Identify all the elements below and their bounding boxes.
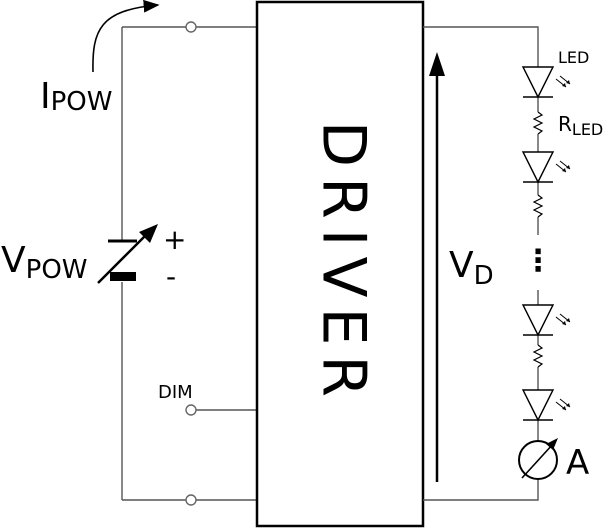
driver-label: DRIVER <box>308 121 378 407</box>
voltage-arrowhead <box>429 52 445 76</box>
led-1 <box>521 66 571 99</box>
resistor-label: RLED <box>558 112 603 139</box>
dim-label: DIM <box>158 382 193 403</box>
led-label: LED <box>558 48 589 67</box>
variable-voltage-source <box>97 224 158 284</box>
minus-sign: - <box>166 260 176 293</box>
resistor-1 <box>532 111 544 135</box>
voltage-source-label: VPOW <box>1 240 88 285</box>
driver-block <box>255 0 425 528</box>
current-label: IPOW <box>40 76 112 117</box>
current-arrow <box>92 0 160 73</box>
bottom-terminal <box>185 494 197 506</box>
dim-terminal <box>185 404 197 416</box>
resistor-2 <box>532 194 544 218</box>
output-voltage-label: VD <box>449 245 494 291</box>
ammeter <box>518 438 558 480</box>
right-wire-bottom <box>423 479 539 501</box>
right-wire-top <box>423 26 539 67</box>
resistor-3 <box>532 344 544 368</box>
led-3 <box>521 304 571 337</box>
ellipsis: ⋮ <box>523 244 553 279</box>
ammeter-label: A <box>566 443 589 483</box>
led-4 <box>521 389 571 422</box>
top-terminal <box>185 21 197 33</box>
plus-sign: + <box>163 223 186 256</box>
led-2 <box>521 151 571 184</box>
